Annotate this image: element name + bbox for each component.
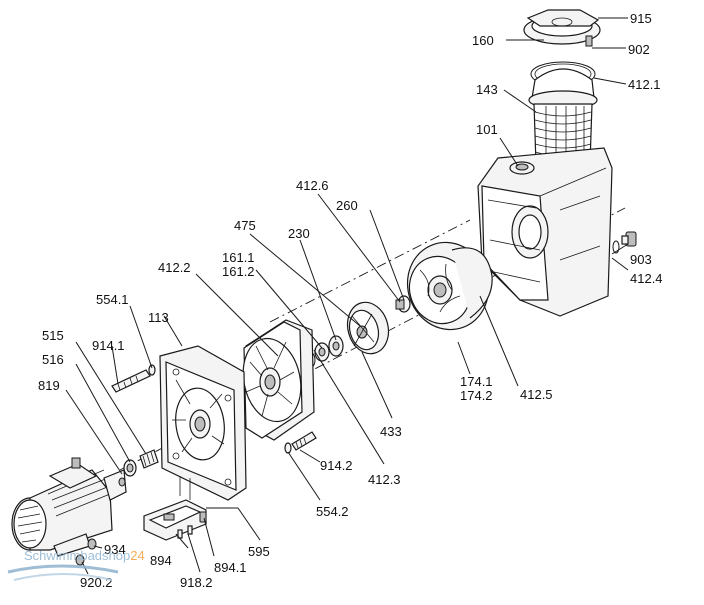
callout-412-1: 412.1 (628, 77, 661, 92)
callout-915: 915 (630, 11, 652, 26)
callout-412-2: 412.2 (158, 260, 191, 275)
callout-595: 595 (248, 544, 270, 559)
callout-914-2: 914.2 (320, 458, 353, 473)
pump-housing (477, 147, 613, 317)
callout-914-1: 914.1 (92, 338, 125, 353)
callout-475: 475 (234, 218, 256, 233)
callout-174-1: 174.1 (460, 374, 493, 389)
callout-515: 515 (42, 328, 64, 343)
diffuser (406, 241, 493, 331)
callout-174-2: 174.2 (460, 388, 493, 403)
impeller (346, 301, 390, 355)
watermark-text-c: 24 (130, 548, 144, 563)
callout-labels: 915 160 902 412.1 143 101 412.6 260 475 … (38, 11, 663, 590)
pump-foot (143, 476, 207, 541)
callout-934: 934 (104, 542, 126, 557)
callout-516: 516 (42, 352, 64, 367)
watermark-text-a: Schwimmbad (24, 548, 102, 563)
callout-161-2: 161.2 (222, 264, 255, 279)
drain-plug (612, 231, 637, 254)
pump-lid (523, 9, 601, 47)
leader-lines (65, 17, 629, 575)
callout-412-4: 412.4 (630, 271, 663, 286)
callout-918-2: 918.2 (180, 575, 213, 590)
callout-554-2: 554.2 (316, 504, 349, 519)
callout-101: 101 (476, 122, 498, 137)
shaft-spring (123, 449, 159, 477)
motor-bracket (159, 345, 247, 501)
shaft-seal (314, 335, 344, 362)
callout-903: 903 (630, 252, 652, 267)
callout-894: 894 (150, 553, 172, 568)
casing-cover (242, 319, 315, 441)
callout-819: 819 (38, 378, 60, 393)
bolt-lower (284, 431, 317, 454)
shop-watermark-logo: Schwimmbadshop24 (7, 548, 145, 581)
svg-text:Schwimmbadshop24: Schwimmbadshop24 (24, 548, 145, 563)
watermark-text-b: shop (102, 548, 130, 563)
callout-143: 143 (476, 82, 498, 97)
callout-412-3: 412.3 (368, 472, 401, 487)
callout-161-1: 161.1 (222, 250, 255, 265)
callout-412-5: 412.5 (520, 387, 553, 402)
callout-230: 230 (288, 226, 310, 241)
callout-554-1: 554.1 (96, 292, 129, 307)
callout-902: 902 (628, 42, 650, 57)
impeller-nut (395, 295, 411, 313)
callout-160: 160 (472, 33, 494, 48)
callout-433: 433 (380, 424, 402, 439)
callout-113: 113 (148, 310, 169, 325)
electric-motor (11, 457, 127, 557)
callout-894-1: 894.1 (214, 560, 247, 575)
callout-412-6: 412.6 (296, 178, 329, 193)
assembly-axis-upper (269, 219, 471, 323)
bolt-upper (111, 364, 156, 393)
callout-260: 260 (336, 198, 358, 213)
